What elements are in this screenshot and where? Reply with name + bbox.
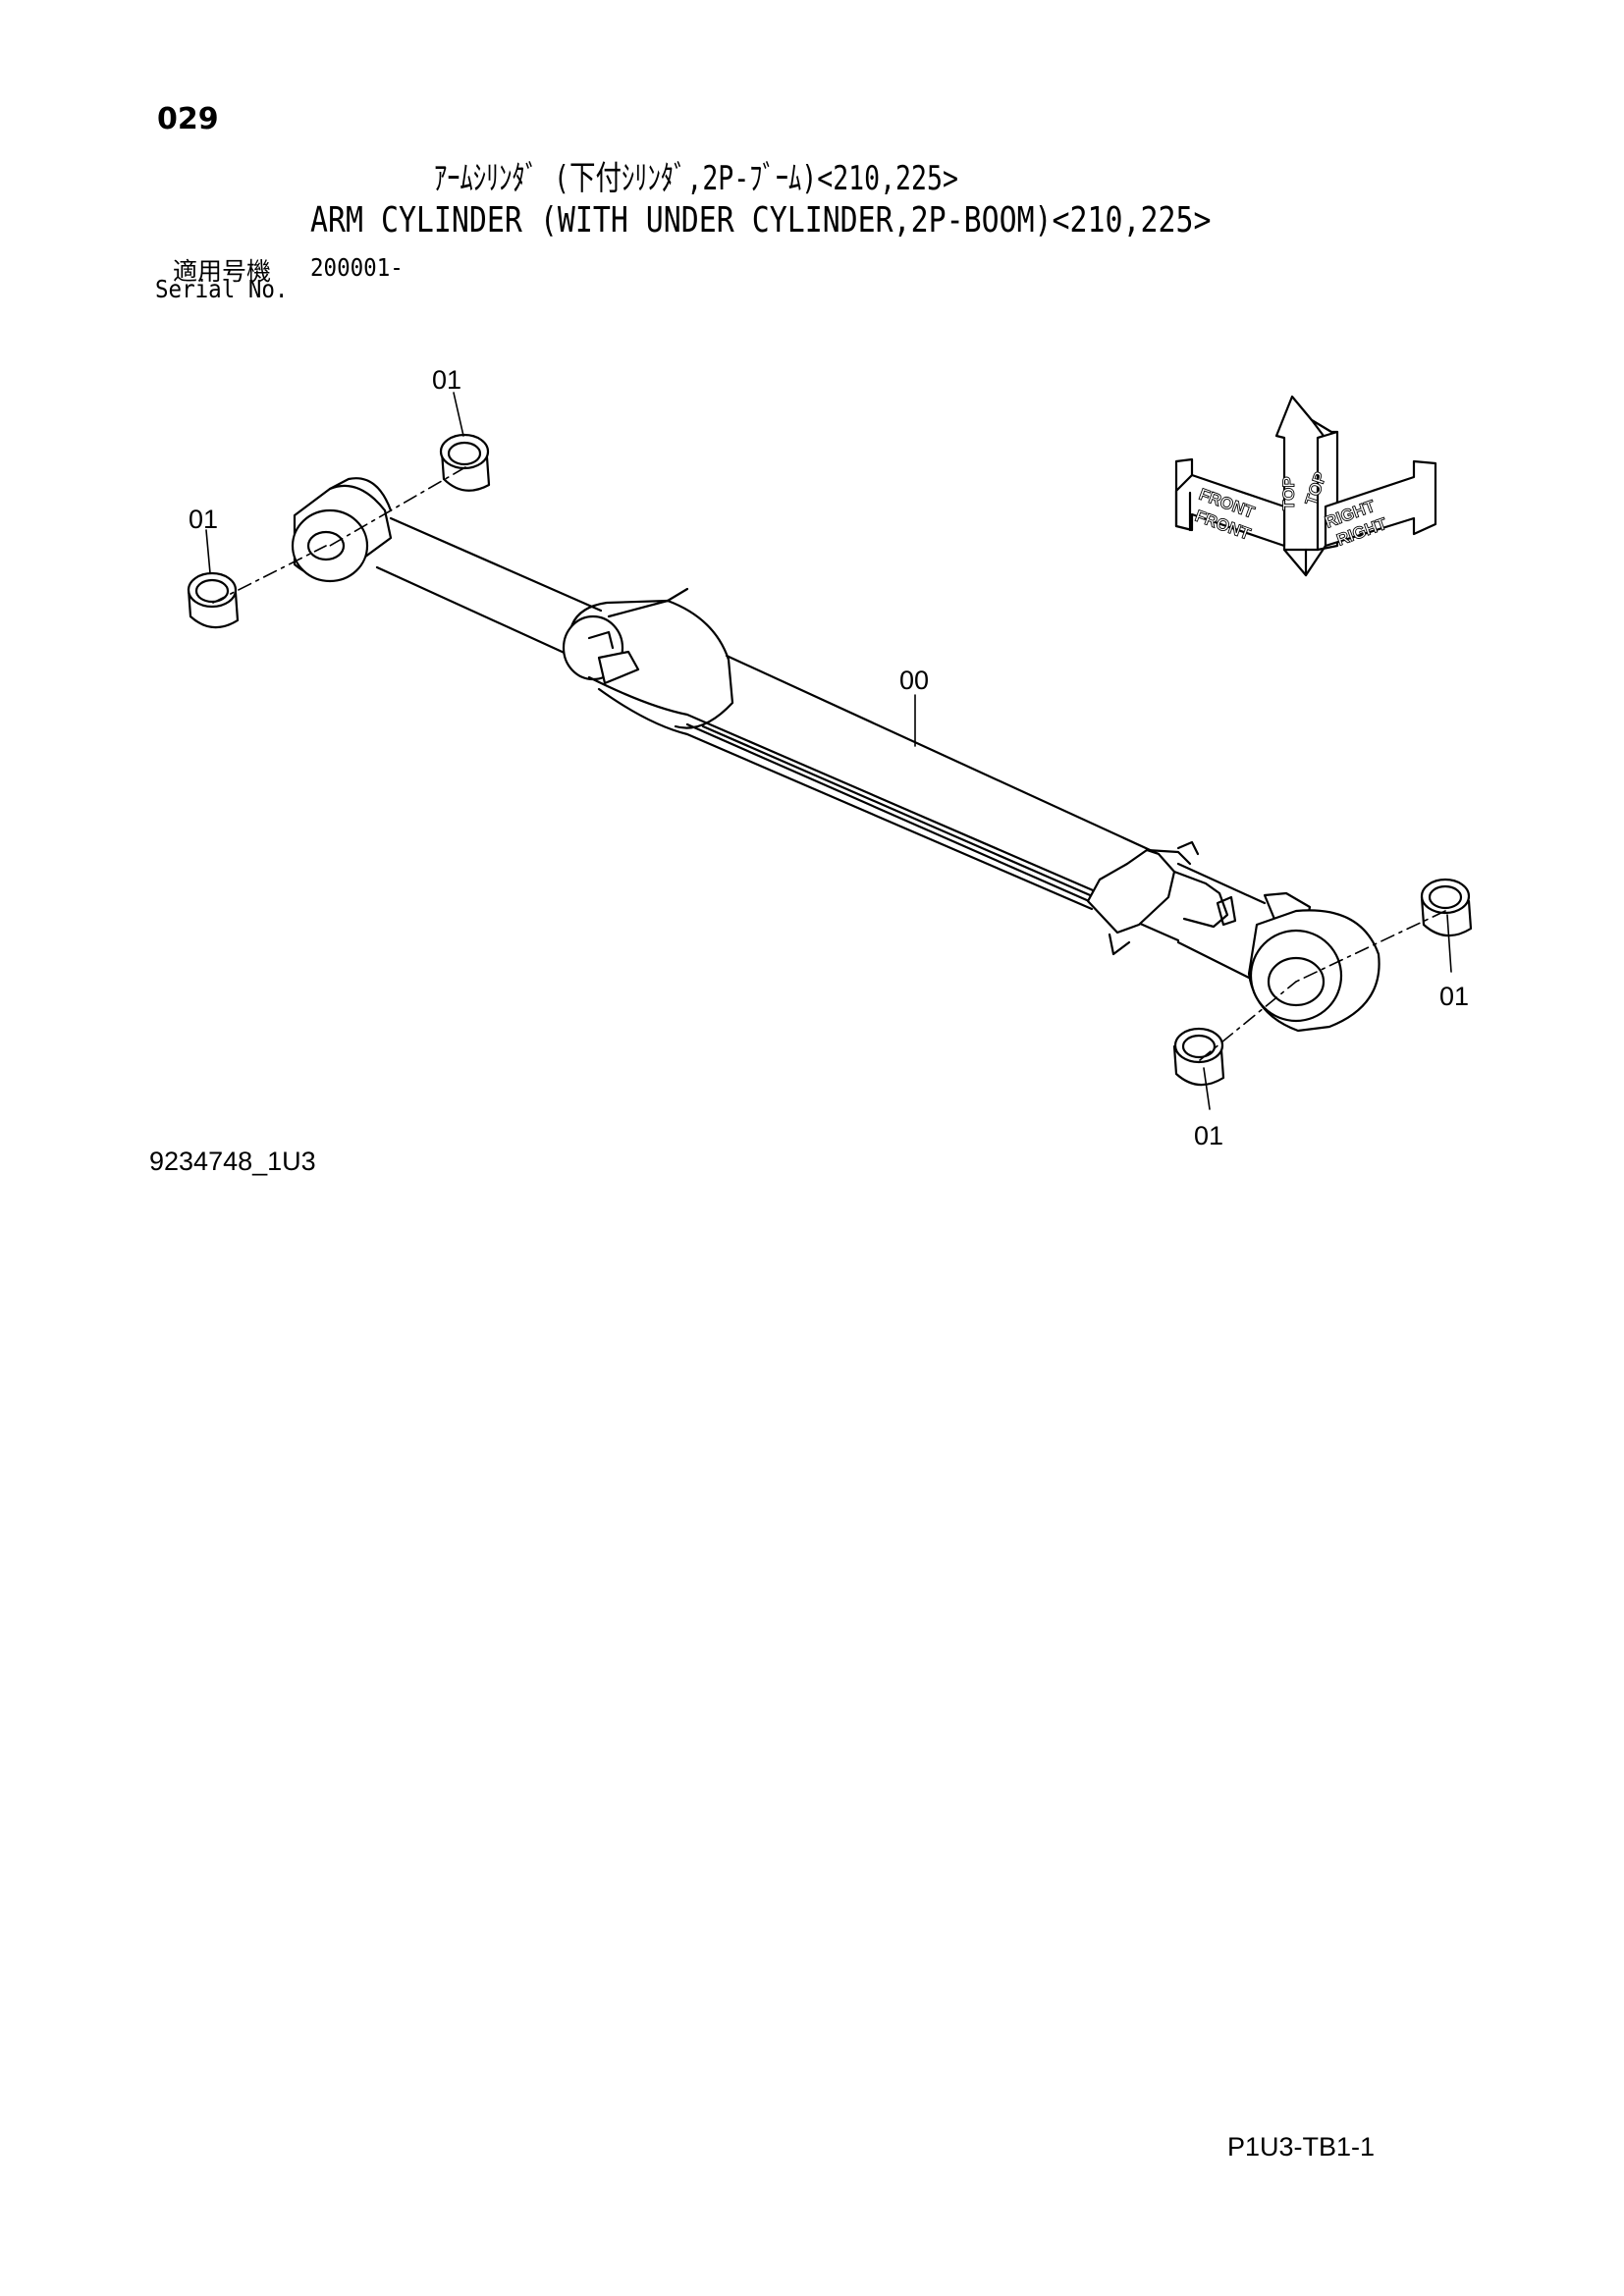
orientation-indicator-icon xyxy=(1174,395,1437,577)
label-top: TOP xyxy=(1279,476,1298,510)
cylinder-head-eye xyxy=(1176,862,1380,1033)
bushing-right xyxy=(1420,878,1473,937)
serial-label-japanese: 適用号機 xyxy=(173,257,272,286)
hydraulic-pipe xyxy=(587,630,1102,911)
page-number: 029 xyxy=(157,102,219,136)
callout-bushing-left: 01 xyxy=(189,505,218,534)
right-arrow-icon xyxy=(1324,459,1437,548)
bushing-lower-right xyxy=(1172,1027,1225,1087)
center-lines xyxy=(212,466,1446,1061)
callout-bushing-right: 01 xyxy=(1439,982,1469,1011)
page-title-japanese: ｱｰﾑｼﾘﾝﾀﾞ (下付ｼﾘﾝﾀﾞ,2P-ﾌﾞｰﾑ)<210,225> xyxy=(434,159,958,198)
leader-lines xyxy=(205,392,1452,1110)
piston-rod xyxy=(375,516,603,662)
bushing-left xyxy=(187,571,240,629)
callout-cylinder-assembly: 00 xyxy=(899,666,929,695)
front-arrow-icon xyxy=(1174,457,1286,548)
rod-eye xyxy=(291,477,393,583)
callout-bushing-lower-right: 01 xyxy=(1194,1121,1223,1150)
serial-number-value: 200001- xyxy=(310,253,404,282)
page-title-english: ARM CYLINDER (WITH UNDER CYLINDER,2P-BOO… xyxy=(310,200,1212,240)
serial-label-english: Serial No. xyxy=(155,275,289,303)
bushing-upper-left xyxy=(439,433,491,492)
callout-bushing-upper-left: 01 xyxy=(432,365,461,395)
page-code: P1U3-TB1-1 xyxy=(1227,2132,1376,2162)
drawing-number: 9234748_1U3 xyxy=(149,1147,316,1176)
